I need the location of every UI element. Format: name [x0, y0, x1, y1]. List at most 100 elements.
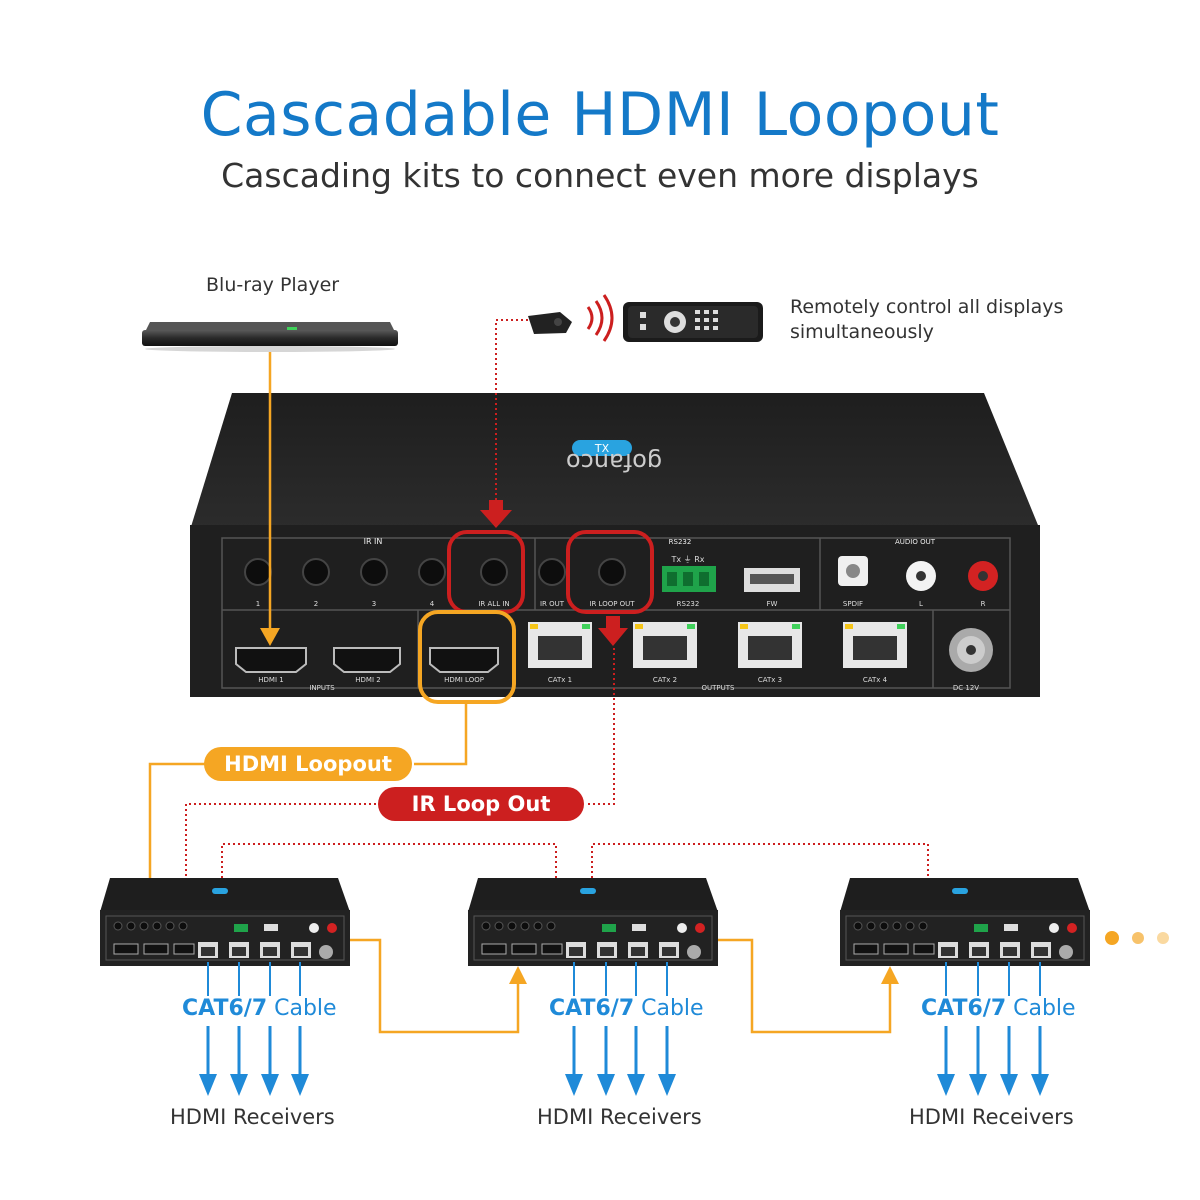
tx-badge — [212, 888, 228, 894]
brand-logo: gofanco — [566, 448, 662, 476]
ir-port-label: 4 — [430, 600, 435, 608]
hdmi-port — [853, 943, 879, 955]
cable-arrow — [261, 1026, 279, 1096]
transmitter-unit-3 — [840, 878, 1090, 966]
terminal-block — [234, 924, 248, 932]
ir-jack — [918, 921, 928, 931]
ir-loop-out-jack — [598, 558, 626, 586]
hdmi-port — [481, 943, 507, 955]
ir-port-label: 2 — [314, 600, 318, 608]
ir-port-label: IR LOOP OUT — [589, 600, 635, 608]
audio-out-header: AUDIO OUT — [895, 538, 936, 546]
ir-receiver-line — [495, 319, 528, 504]
hdmi-port-label: HDMI LOOP — [444, 676, 484, 684]
ir-jack — [892, 921, 902, 931]
catx-port-label: CATx 3 — [758, 676, 782, 684]
cable-arrow — [969, 1026, 987, 1096]
rs232-label: RS232 — [677, 600, 700, 608]
ir-loop-out-arrow — [598, 628, 628, 646]
usb-port — [264, 924, 278, 931]
tx-badge — [572, 440, 632, 456]
receivers-label: HDMI Receivers — [909, 1105, 1074, 1129]
audio-jack — [327, 923, 337, 933]
dc-label: DC 12V — [953, 684, 979, 692]
hdmi-port-label: HDMI 2 — [355, 676, 380, 684]
ir-jack — [879, 921, 889, 931]
hdmi-2-port — [333, 647, 401, 673]
audio-jack — [677, 923, 687, 933]
cable-type: CAT6/7 — [182, 996, 268, 1021]
fw-label: FW — [767, 600, 778, 608]
cable-arrow — [1031, 1026, 1049, 1096]
rs232-header: RS232 — [669, 538, 692, 546]
ir-jack — [481, 921, 491, 931]
ir-all-in-jack — [480, 558, 508, 586]
bluray-player-label: Blu-ray Player — [206, 274, 340, 296]
cable-word: Cable — [634, 996, 704, 1021]
ir-jack — [905, 921, 915, 931]
hdmi-loop-port — [429, 647, 499, 673]
ir-jack — [126, 921, 136, 931]
ir-jack — [546, 921, 556, 931]
audio-jack — [695, 923, 705, 933]
remote-label-line2: simultaneously — [790, 321, 934, 343]
ir-jack — [853, 921, 863, 931]
dc-jack — [1059, 945, 1073, 959]
cable-word: Cable — [267, 996, 337, 1021]
ir-jack — [507, 921, 517, 931]
receivers-label: HDMI Receivers — [537, 1105, 702, 1129]
cable-arrow — [627, 1026, 645, 1096]
receivers-label: HDMI Receivers — [170, 1105, 335, 1129]
ir-port-label: 1 — [256, 600, 260, 608]
hdmi-port — [883, 943, 909, 955]
usb-port — [1004, 924, 1018, 931]
ir-jack — [178, 921, 188, 931]
ir-out-jack — [538, 558, 566, 586]
spdif-label: SPDIF — [843, 600, 863, 608]
ir-jack — [520, 921, 530, 931]
cable-label: CAT6/7 Cable — [921, 996, 1076, 1021]
ir-jack — [866, 921, 876, 931]
cable-arrow — [565, 1026, 583, 1096]
audio-r-label: R — [981, 600, 986, 608]
ir-jack — [113, 921, 123, 931]
transmitter-unit-2 — [468, 878, 718, 966]
ir-jack-1 — [244, 558, 272, 586]
cable-label: CAT6/7 Cable — [549, 996, 704, 1021]
cable-arrow — [658, 1026, 676, 1096]
ir-jack-2 — [302, 558, 330, 586]
ir-jack-4 — [418, 558, 446, 586]
hdmi-1-port — [235, 647, 307, 673]
audio-jack — [309, 923, 319, 933]
bluray-player-icon — [142, 322, 398, 352]
ir-to-unit3 — [591, 843, 929, 912]
ir-jack — [139, 921, 149, 931]
hdmi-port — [913, 943, 935, 955]
tx-badge-text: TX — [594, 442, 610, 455]
cable-word: Cable — [1006, 996, 1076, 1021]
audio-jack — [1049, 923, 1059, 933]
cable-arrow — [937, 1026, 955, 1096]
ir-jack-3 — [360, 558, 388, 586]
ir-port-label: IR OUT — [540, 600, 565, 608]
hdmi-loop-line — [414, 702, 468, 766]
dc-jack — [687, 945, 701, 959]
ir-signal-icon — [586, 294, 614, 342]
hdmi-port — [113, 943, 139, 955]
catx-port-label: CATx 2 — [653, 676, 677, 684]
page-subtitle: Cascading kits to connect even more disp… — [221, 156, 979, 195]
tx-badge — [580, 888, 596, 894]
remote-control-icon — [623, 302, 763, 342]
ir-all-in-arrow — [480, 510, 512, 528]
cable-arrow — [291, 1026, 309, 1096]
ir-jack — [165, 921, 175, 931]
hdmi-port — [143, 943, 169, 955]
ir-in-header: IR IN — [364, 537, 383, 546]
rs232-pins-label: Tx ⏚ Rx — [671, 555, 705, 564]
ir-loop-out-pill: IR Loop Out — [378, 787, 584, 821]
cable-arrow — [1000, 1026, 1018, 1096]
audio-jack — [1067, 923, 1077, 933]
ir-jack — [152, 921, 162, 931]
